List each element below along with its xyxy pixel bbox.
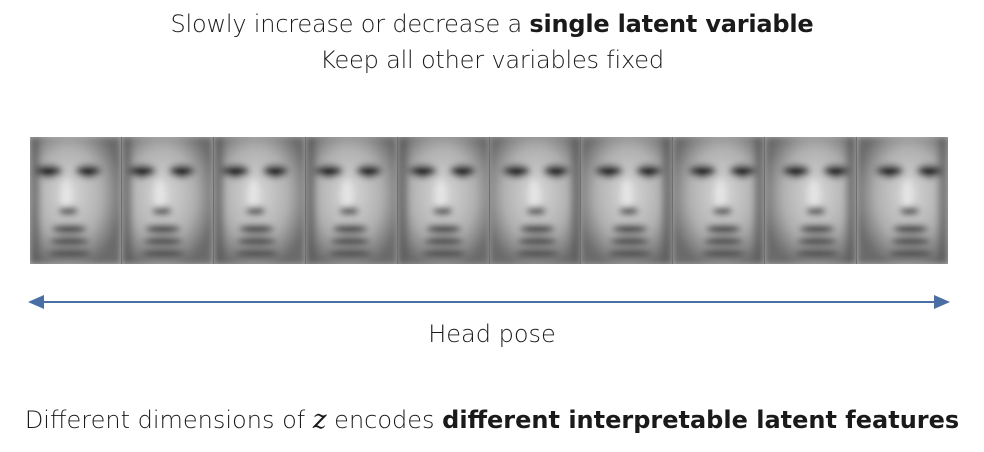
- face-thumbnail: [121, 137, 214, 264]
- heading-line-1-text: Slowly increase or decrease a: [170, 10, 530, 38]
- heading-line-1: Slowly increase or decrease a single lat…: [0, 10, 984, 38]
- face-thumbnail: [765, 137, 858, 264]
- heading-line-2: Keep all other variables fixed: [320, 46, 664, 74]
- face-thumbnail: [489, 137, 582, 264]
- face-thumbnail: [397, 137, 490, 264]
- head-pose-arrow: [28, 295, 950, 309]
- heading-line-1-bold: single latent variable: [529, 10, 814, 38]
- face-strip: [30, 137, 949, 264]
- head-pose-label: Head pose: [428, 320, 556, 348]
- face-thumbnail: [213, 137, 306, 264]
- face-thumbnail: [673, 137, 766, 264]
- arrow-head-right: [934, 295, 950, 309]
- footer-bold: different interpretable latent features: [442, 406, 960, 434]
- footer-prefix: Different dimensions of: [24, 406, 313, 434]
- arrow-head-left: [28, 295, 44, 309]
- face-thumbnail: [581, 137, 674, 264]
- latent-variable-z: z: [312, 405, 327, 435]
- face-thumbnail: [857, 137, 949, 264]
- face-thumbnail: [30, 137, 122, 264]
- footer-statement: Different dimensions of z encodes differ…: [0, 405, 984, 435]
- footer-middle: encodes: [326, 406, 443, 434]
- face-thumbnail: [305, 137, 398, 264]
